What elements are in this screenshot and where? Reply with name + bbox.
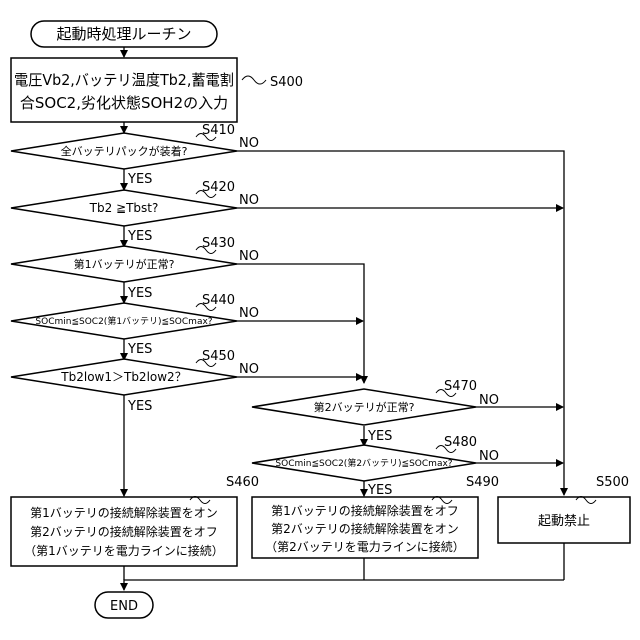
- s410-text: 全バッテリパックが装着?: [61, 144, 188, 158]
- step-s420: S420: [202, 180, 235, 195]
- step-s470: S470: [444, 379, 477, 394]
- step-s460: S460: [226, 475, 259, 490]
- step-s490: S490: [466, 475, 499, 490]
- s460-line3: （第1バッテリを電力ラインに接続）: [24, 543, 224, 558]
- arrow-merge-to-end: [124, 580, 564, 590]
- s480-yes-label: YES: [367, 483, 392, 498]
- s440-yes-label: YES: [127, 342, 152, 357]
- step-s500: S500: [596, 475, 629, 490]
- s430-yes-label: YES: [127, 286, 152, 301]
- s420-text: Tb2 ≧Tbst?: [89, 201, 159, 215]
- s470-text: 第2バッテリが正常?: [314, 400, 415, 414]
- s430-no-label: NO: [239, 249, 259, 264]
- end-label: END: [110, 599, 138, 614]
- input-line1: 電圧Vb2,バッテリ温度Tb2,蓄電割: [14, 71, 234, 89]
- step-s480: S480: [444, 435, 477, 450]
- leader-s400: [242, 76, 266, 84]
- s420-yes-label: YES: [127, 229, 152, 244]
- s410-yes-label: YES: [127, 172, 152, 187]
- arrow-s410-no: [237, 151, 564, 495]
- input-box: [11, 58, 237, 122]
- s420-no-label: NO: [239, 193, 259, 208]
- s450-yes-label: YES: [127, 399, 152, 414]
- start-label: 起動時処理ルーチン: [56, 25, 191, 43]
- input-line2: 合SOC2,劣化状態SOH2の入力: [20, 94, 228, 112]
- step-s440: S440: [202, 293, 235, 308]
- s480-text: SOCmin≦SOC2(第2バッテリ)≦SOCmax?: [275, 457, 452, 469]
- s480-no-label: NO: [479, 449, 499, 464]
- s460-line1: 第1バッテリの接続解除装置をオン: [30, 505, 218, 520]
- step-s450: S450: [202, 349, 235, 364]
- s450-text: Tb2low1＞Tb2low2？: [60, 370, 186, 384]
- s490-line3: （第2バッテリを電力ラインに接続）: [265, 539, 465, 554]
- s440-text: SOCmin≦SOC2(第1バッテリ)≦SOCmax?: [35, 315, 212, 327]
- s490-line1: 第1バッテリの接続解除装置をオフ: [271, 503, 459, 518]
- s450-no-label: NO: [239, 362, 259, 377]
- s470-yes-label: YES: [367, 429, 392, 444]
- s470-no-label: NO: [479, 393, 499, 408]
- step-s400: S400: [270, 75, 303, 90]
- step-s410: S410: [202, 123, 235, 138]
- step-s430: S430: [202, 236, 235, 251]
- s430-text: 第1バッテリが正常?: [74, 257, 175, 271]
- s440-no-label: NO: [239, 306, 259, 321]
- s410-no-label: NO: [239, 136, 259, 151]
- s490-line2: 第2バッテリの接続解除装置をオン: [271, 521, 459, 536]
- s460-line2: 第2バッテリの接続解除装置をオフ: [30, 524, 218, 539]
- s500-text: 起動禁止: [538, 514, 590, 529]
